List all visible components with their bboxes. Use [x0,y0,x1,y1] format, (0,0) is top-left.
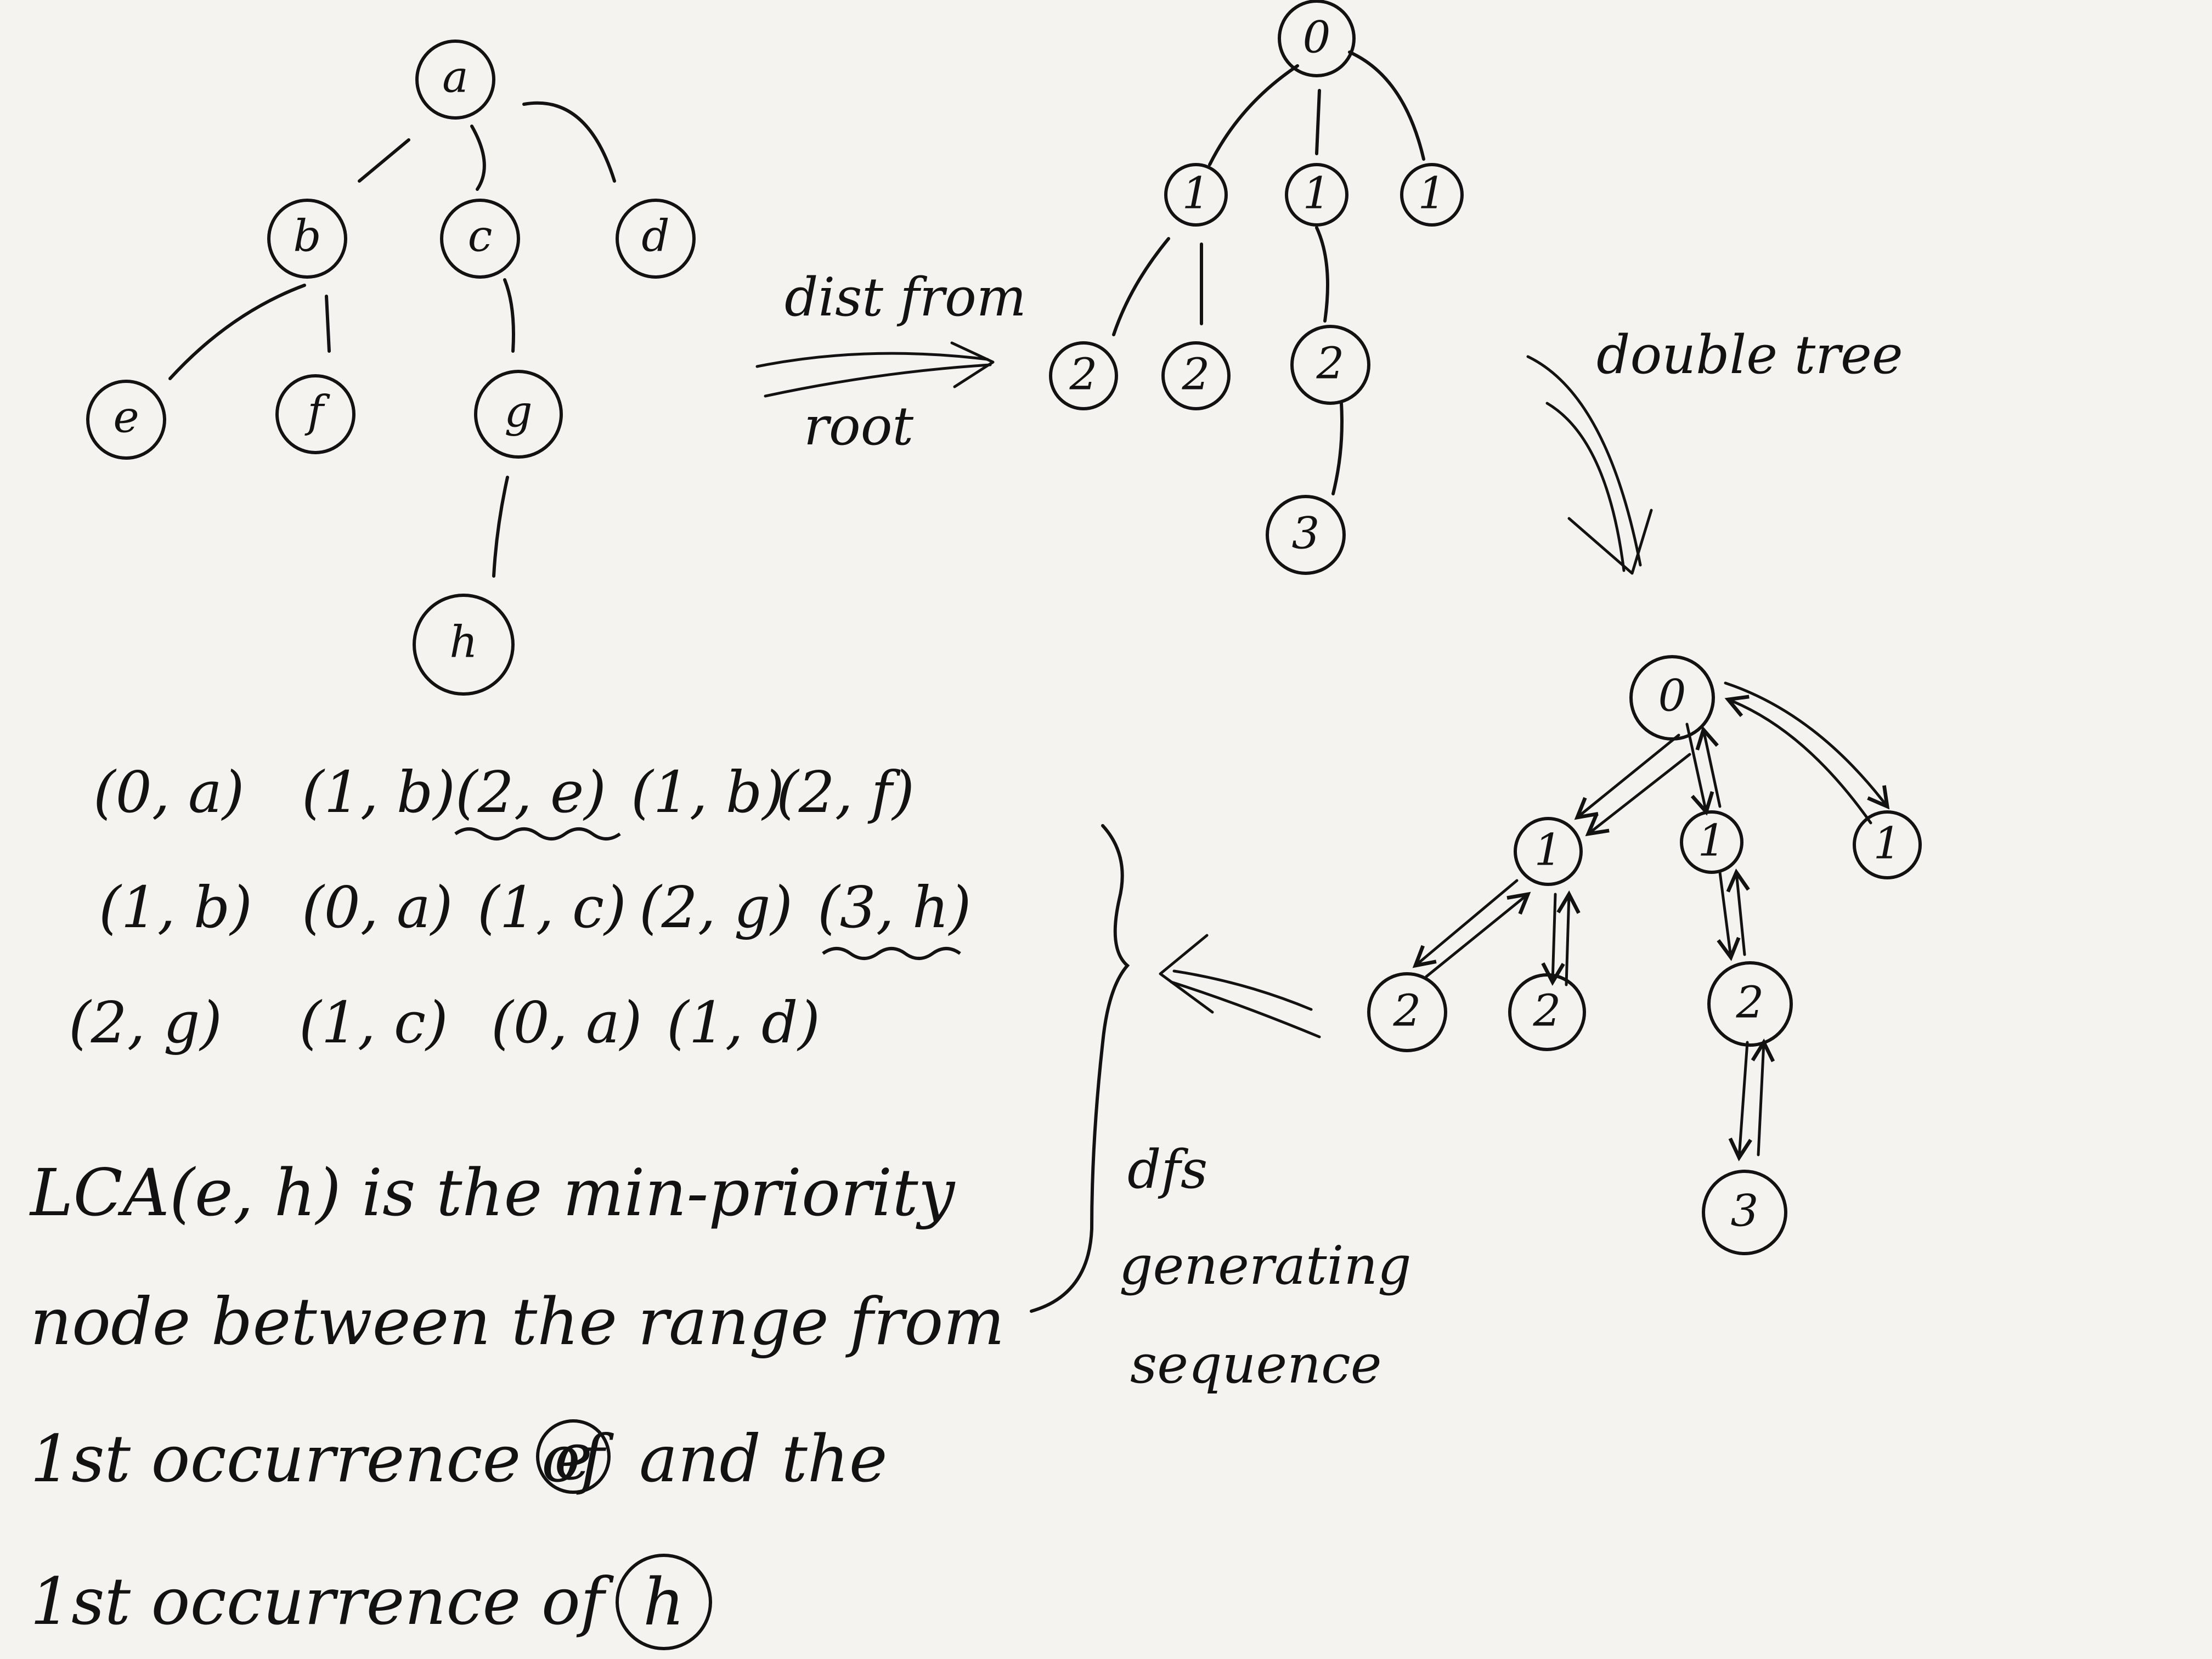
double-node-0: 0 [1629,655,1715,741]
seq-pair: (1, d) [667,989,820,1056]
note-line-1: LCA(e, h) is the min-priority [29,1155,956,1231]
seq-pair: (0, a) [93,759,244,826]
depth-node-2-right: 2 [1290,325,1370,405]
depth-node-1-right: 1 [1400,163,1464,227]
svg-text:2: 2 [1069,349,1098,400]
seq-pair: (1, b) [631,759,785,826]
dfs-arrow [1159,934,1321,1039]
lca-note: LCA(e, h) is the min-priority node betwe… [29,1155,1005,1650]
svg-text:0: 0 [1658,670,1686,721]
depth-node-1-mid: 1 [1285,163,1348,227]
label-root: root [804,396,913,457]
dist-from-root-arrow: dist from root [755,267,1026,457]
svg-text:b: b [293,211,321,262]
tree-node-h: h [413,594,515,696]
double-node-1-right: 1 [1853,810,1922,879]
label-dist-from: dist from [785,267,1026,328]
svg-text:1: 1 [1534,825,1562,876]
label-dfs: dfs [1127,1139,1207,1200]
double-node-2-left: 2 [1367,972,1447,1052]
note-line-4a: 1st occurrence of [30,1564,614,1639]
note-line-2: node between the range from [30,1284,1005,1359]
seq-pair: (2, g) [639,874,793,941]
seq-pair: (1, b) [99,874,252,941]
seq-pair: (0, a) [302,874,453,941]
note-line-3a: 1st occurrence of [30,1421,614,1497]
svg-text:2: 2 [1533,985,1561,1036]
seq-pair: (1, b) [302,759,455,826]
depth-node-3: 3 [1266,495,1346,575]
svg-text:1: 1 [1698,815,1726,866]
svg-text:g: g [504,386,532,437]
svg-text:d: d [641,211,669,262]
svg-text:3: 3 [1292,508,1320,559]
seq-pair-first-h: (3, h) [817,874,971,941]
tree-node-f: f [275,374,356,454]
svg-text:1: 1 [1303,168,1331,219]
depth-node-2-left: 2 [1049,341,1118,410]
note-node-h: h [616,1554,712,1650]
seq-pair: (1, c) [299,989,448,1056]
svg-text:2: 2 [1182,349,1210,400]
underline-first-h [822,947,961,960]
double-node-2-right: 2 [1707,961,1793,1047]
svg-text:f: f [304,386,330,437]
svg-text:c: c [468,211,493,262]
double-node-1-mid: 1 [1680,810,1743,874]
double-tree-arrow [1526,355,1653,575]
svg-text:2: 2 [1316,338,1345,389]
svg-text:h: h [643,1564,685,1640]
tree-node-e: e [86,380,166,460]
seq-pair-first-e: (2, e) [455,759,606,826]
tree-node-c: c [440,199,520,279]
tree-node-a: a [415,40,495,120]
note-node-e: e [536,1419,611,1494]
svg-text:a: a [442,52,469,103]
seq-pair: (1, c) [477,874,627,941]
depth-node-2-mid: 2 [1161,341,1231,410]
double-node-1-left: 1 [1514,817,1583,886]
tree-node-b: b [267,199,347,279]
double-tree: 0 1 1 1 2 2 2 3 [1367,655,1922,1255]
depth-node-1-left: 1 [1164,163,1228,227]
seq-pair: (0, a) [491,989,642,1056]
underline-first-e [454,827,621,840]
svg-text:h: h [449,617,478,668]
svg-text:1: 1 [1418,168,1446,219]
svg-text:2: 2 [1393,985,1421,1036]
svg-text:e: e [554,1419,592,1494]
tree-node-d: d [616,199,696,279]
svg-text:1: 1 [1874,818,1901,869]
curly-brace [1030,824,1130,1313]
double-node-2-mid: 2 [1508,973,1586,1051]
note-line-3b: and the [639,1421,888,1497]
depth-tree: 0 1 1 1 2 2 2 3 [1049,0,1464,575]
svg-text:3: 3 [1731,1186,1759,1237]
tree-node-g: g [474,370,563,459]
label-sequence: sequence [1130,1334,1382,1395]
svg-text:e: e [113,392,139,443]
svg-text:1: 1 [1182,168,1210,219]
double-node-3: 3 [1702,1170,1787,1255]
svg-text:2: 2 [1736,977,1764,1028]
seq-pair: (2, f) [776,759,915,826]
label-double-tree: double tree [1596,324,1903,386]
depth-node-0: 0 [1278,0,1356,77]
label-generating: generating [1119,1235,1412,1296]
seq-pair: (2, g) [69,989,222,1056]
letter-tree: a b c d e f g h [86,40,696,696]
dfs-sequence: (0, a) (1, b) (2, e) (1, b) (2, f) (1, b… [69,759,971,1056]
svg-text:0: 0 [1303,12,1331,63]
